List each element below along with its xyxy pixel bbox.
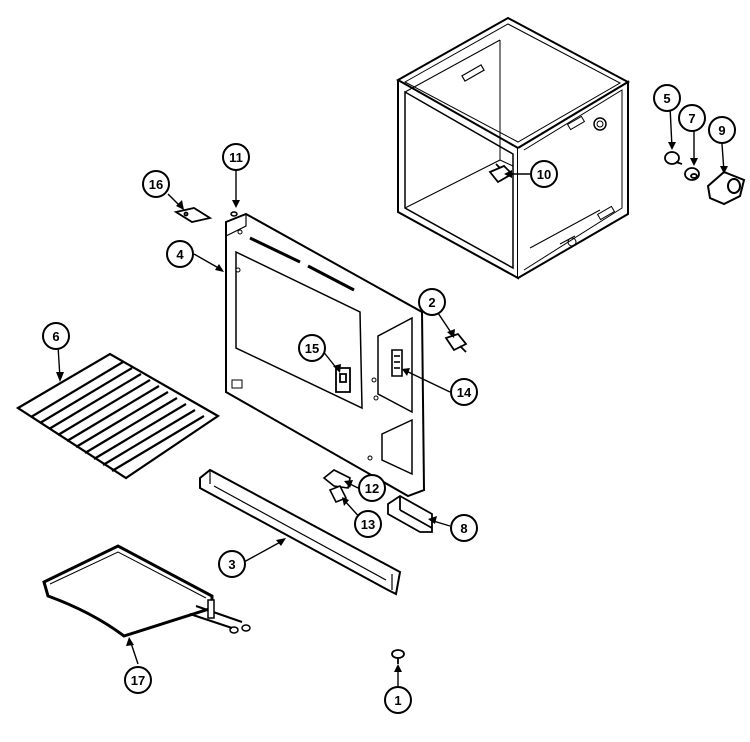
callout-11: 11: [222, 143, 250, 171]
callout-label: 1: [394, 693, 401, 708]
callout-label: 2: [428, 295, 435, 310]
callout-9: 9: [708, 116, 736, 144]
oven-rack: [18, 354, 218, 478]
callout-15: 15: [298, 334, 326, 362]
screw-7: [685, 168, 699, 180]
callout-label: 17: [131, 673, 145, 688]
switch-14: [392, 350, 402, 376]
callout-circle: [142, 170, 170, 198]
callout-label: 7: [688, 111, 695, 126]
callout-label: 3: [228, 557, 235, 572]
rail: [200, 470, 400, 594]
callout-circle: [358, 474, 386, 502]
callout-6: 6: [42, 322, 70, 350]
callout-label: 6: [52, 329, 59, 344]
callout-label: 14: [457, 385, 472, 400]
callout-10: 10: [530, 160, 558, 188]
callout-circle: [653, 84, 681, 112]
outer-cabinet: [398, 18, 628, 278]
callout-2: 2: [418, 288, 446, 316]
callout-label: 10: [537, 167, 551, 182]
callout-circle: [708, 116, 736, 144]
callout-label: 8: [460, 521, 467, 536]
screw-1: [392, 650, 404, 664]
callout-circle: [354, 510, 382, 538]
callout-5: 5: [653, 84, 681, 112]
callout-circle: [222, 143, 250, 171]
callout-17: 17: [124, 666, 152, 694]
callout-1: 1: [384, 686, 412, 714]
callout-circle: [678, 104, 706, 132]
callout-3: 3: [218, 550, 246, 578]
callout-16: 16: [142, 170, 170, 198]
bake-element: [44, 546, 250, 636]
callout-4: 4: [166, 240, 194, 268]
callout-label: 16: [149, 177, 163, 192]
callout-circle: [384, 686, 412, 714]
callout-circle: [124, 666, 152, 694]
knob-9: [708, 172, 744, 204]
callout-13: 13: [354, 510, 382, 538]
callout-circle: [42, 322, 70, 350]
callout-14: 14: [450, 378, 478, 406]
callout-label: 11: [229, 150, 243, 165]
arrowheads: [56, 142, 728, 672]
callout-circle: [450, 378, 478, 406]
callout-label: 13: [361, 517, 375, 532]
callout-label: 4: [176, 247, 184, 262]
clip-13: [330, 486, 346, 502]
callout-circle: [530, 160, 558, 188]
screw-5: [665, 152, 682, 164]
screw-11: [231, 212, 237, 216]
callout-circle: [166, 240, 194, 268]
callout-circle: [218, 550, 246, 578]
callout-label: 12: [365, 481, 379, 496]
callout-circle: [450, 514, 478, 542]
callout-circle: [418, 288, 446, 316]
latch-15: [336, 368, 350, 392]
bracket-8: [388, 496, 432, 532]
bracket-16: [176, 208, 210, 222]
clip-2: [446, 334, 466, 352]
callout-7: 7: [678, 104, 706, 132]
callout-12: 12: [358, 474, 386, 502]
callout-circle: [298, 334, 326, 362]
front-frame-panel: [226, 214, 424, 496]
callout-label: 9: [718, 123, 725, 138]
callout-label: 15: [305, 341, 319, 356]
clip-12: [324, 470, 350, 488]
callout-8: 8: [450, 514, 478, 542]
callout-label: 5: [663, 91, 670, 106]
